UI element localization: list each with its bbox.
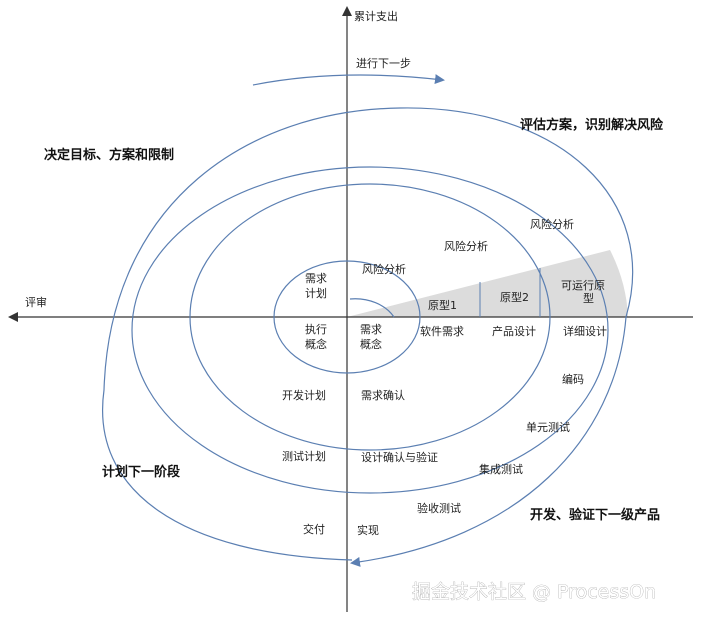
quadrant-top-right: 评估方案，识别解决风险 bbox=[520, 117, 664, 133]
y-axis-label: 累计支出 bbox=[354, 9, 398, 23]
top-arrow-label: 进行下一步 bbox=[356, 57, 411, 70]
delivery: 交付 bbox=[303, 522, 325, 536]
risk-analysis-1: 风险分析 bbox=[362, 262, 406, 276]
acceptance-test: 验收测试 bbox=[417, 501, 461, 515]
prototype-2: 原型2 bbox=[500, 290, 529, 304]
operational-prototype-line2: 型 bbox=[583, 291, 594, 305]
quadrant-bottom-left: 计划下一阶段 bbox=[102, 464, 180, 480]
spiral-inner-arc bbox=[349, 298, 395, 318]
detailed-design: 详细设计 bbox=[563, 324, 607, 338]
x-axis-label: 评审 bbox=[25, 295, 47, 309]
risk-analysis-3: 风险分析 bbox=[530, 217, 574, 231]
risk-analysis-2: 风险分析 bbox=[444, 239, 488, 253]
implementation: 实现 bbox=[357, 523, 379, 537]
prototype-1: 原型1 bbox=[428, 298, 457, 312]
top-arrow bbox=[252, 74, 445, 86]
product-design: 产品设计 bbox=[492, 324, 536, 338]
exec-concept-line2: 概念 bbox=[305, 337, 327, 351]
coding: 编码 bbox=[562, 372, 584, 386]
spiral-loop-3 bbox=[131, 166, 609, 494]
operational-prototype-line1: 可运行原 bbox=[561, 279, 605, 292]
spiral-loop-1 bbox=[273, 260, 421, 374]
exec-concept-line1: 执行 bbox=[305, 322, 327, 336]
req-plan-line1: 需求 bbox=[305, 272, 327, 285]
integration-test: 集成测试 bbox=[479, 462, 523, 476]
req-concept-line1: 需求 bbox=[360, 323, 382, 336]
requirements-confirmation: 需求确认 bbox=[361, 389, 405, 402]
spiral-outer-loop bbox=[102, 107, 634, 567]
watermark: 掘金技术社区 @ ProcessOn bbox=[412, 581, 656, 603]
quadrant-bottom-right: 开发、验证下一级产品 bbox=[530, 507, 660, 523]
design-verification: 设计确认与验证 bbox=[361, 450, 438, 464]
development-plan: 开发计划 bbox=[282, 388, 326, 402]
req-plan-line2: 计划 bbox=[305, 287, 327, 300]
spiral-loop-2 bbox=[189, 183, 551, 451]
software-requirements: 软件需求 bbox=[420, 324, 464, 338]
quadrant-top-left: 决定目标、方案和限制 bbox=[44, 147, 174, 163]
req-concept-line2: 概念 bbox=[360, 337, 382, 351]
unit-test: 单元测试 bbox=[526, 421, 570, 434]
test-plan: 测试计划 bbox=[282, 450, 326, 463]
